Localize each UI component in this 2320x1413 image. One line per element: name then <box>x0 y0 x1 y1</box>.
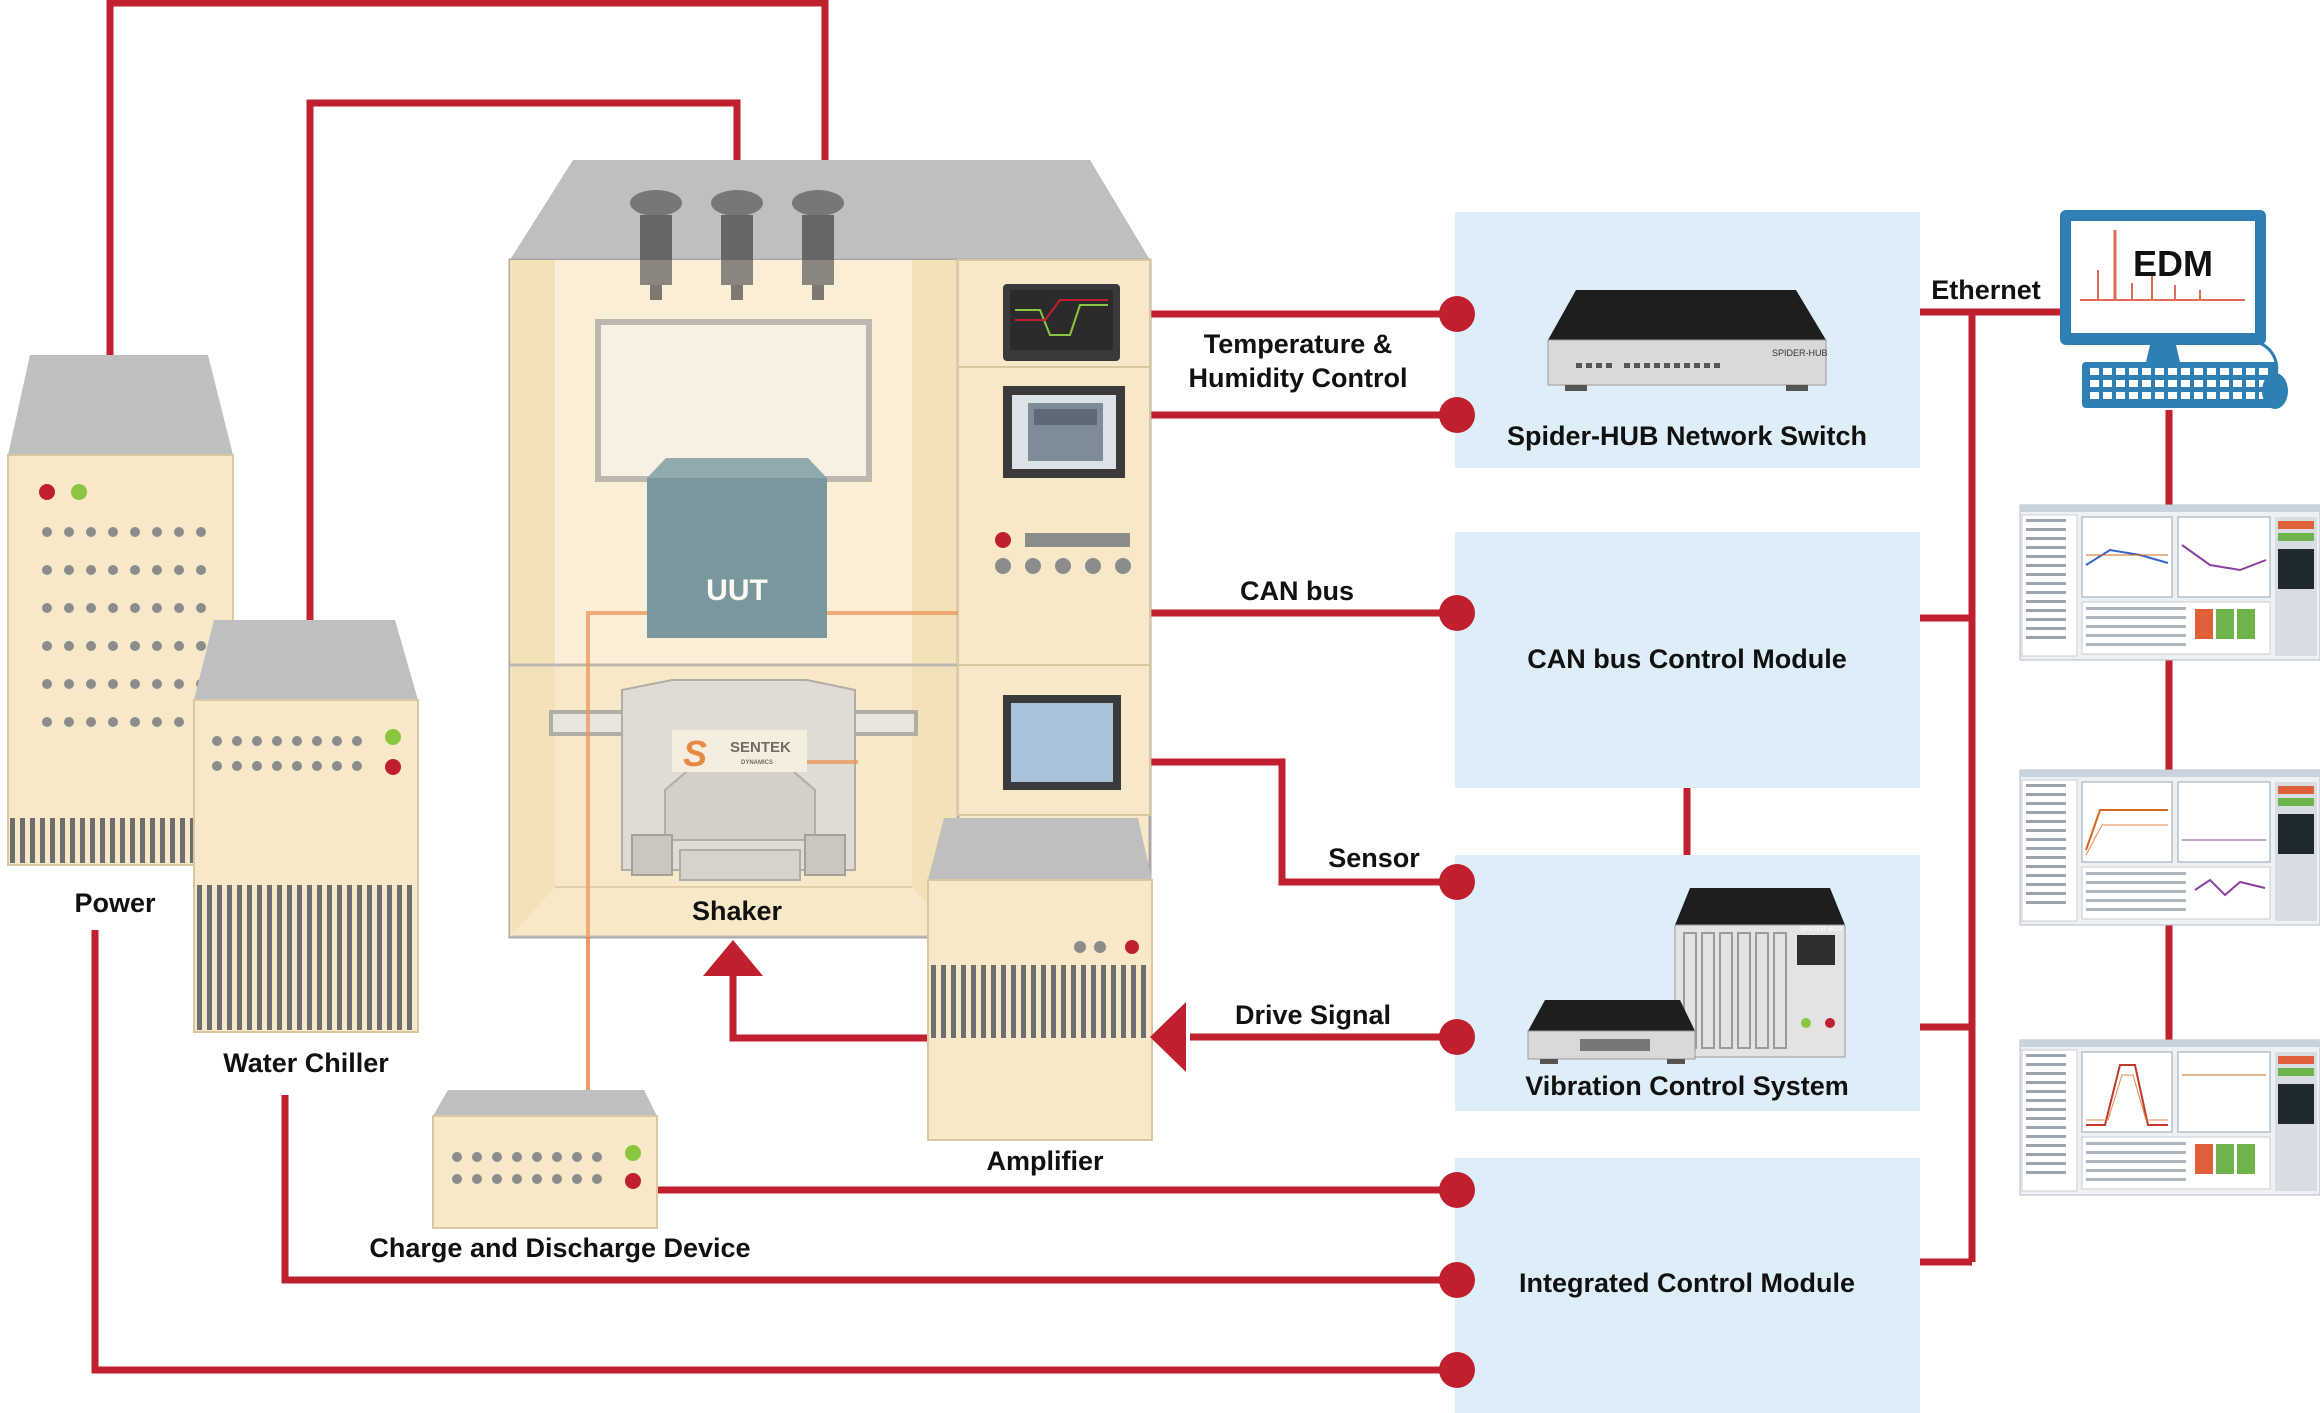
internal-cabling <box>586 611 958 1090</box>
shaker-input-arrow <box>703 940 763 976</box>
hub-ports <box>1576 363 1720 368</box>
sentek-logo-s: S <box>683 733 707 774</box>
label-shaker: Shaker <box>692 896 783 926</box>
terminal-charge <box>1439 1172 1475 1208</box>
box-slots <box>1683 932 1787 1049</box>
label-ethernet: Ethernet <box>1931 275 2041 305</box>
power-status-green <box>71 484 87 500</box>
charge-status-red <box>625 1173 641 1189</box>
label-temperature-line1: Temperature & <box>1204 329 1393 359</box>
label-water-chiller: Water Chiller <box>223 1048 389 1078</box>
shaker: S SENTEK DYNAMICS <box>549 679 918 881</box>
can-module-box <box>1455 532 1920 788</box>
power-status-red <box>39 484 55 500</box>
sentek-logo-text: SENTEK <box>730 739 791 756</box>
power-cabinet <box>7 355 234 866</box>
amp-to-shaker-wire <box>729 975 930 1042</box>
chamber-feedthroughs <box>630 190 844 300</box>
charge-discharge-device <box>432 1090 658 1229</box>
uut-label: UUT <box>706 574 768 607</box>
charge-device-dots <box>452 1152 602 1184</box>
chiller-grille <box>197 885 412 1030</box>
hub-brand-text: SPIDER-HUB <box>1772 348 1828 358</box>
label-power: Power <box>74 888 156 918</box>
power-bottom-wire <box>91 930 1455 1374</box>
software-screenshots <box>2019 504 2320 1196</box>
label-amplifier: Amplifier <box>986 1146 1104 1176</box>
chiller-top-wire <box>306 99 741 620</box>
panel-indicator-red <box>995 532 1011 548</box>
uut-block: UUT <box>647 458 827 638</box>
spider-box-device: SPIDER-BOX <box>1674 888 1846 1058</box>
chiller-status-red <box>385 759 401 775</box>
spider-hub-device: SPIDER-HUB <box>1547 290 1828 391</box>
edm-computer: EDM <box>2060 210 2288 409</box>
label-can-module: CAN bus Control Module <box>1527 644 1846 674</box>
edm-label: EDM <box>2133 243 2213 284</box>
box-brand-text: SPIDER-BOX <box>1800 926 1844 933</box>
terminal-plc <box>1439 397 1475 433</box>
integrated-module-box <box>1455 1158 1920 1413</box>
dynamics-logo-text: DYNAMICS <box>741 760 773 766</box>
label-integrated-module: Integrated Control Module <box>1519 1268 1855 1298</box>
chiller-bottom-wire <box>281 1095 1455 1284</box>
temperature-controller-screen <box>1003 284 1120 361</box>
wires <box>91 0 2173 1374</box>
sentek-logo-plate <box>672 730 807 772</box>
label-spider-hub: Spider-HUB Network Switch <box>1507 421 1867 451</box>
drive-signal-arrow <box>1150 1002 1186 1072</box>
edm-mouse-icon <box>2262 373 2288 409</box>
amplifier-grille <box>931 965 1146 1038</box>
terminal-sensor <box>1439 864 1475 900</box>
spider-80-device <box>1527 1000 1696 1064</box>
label-can-bus: CAN bus <box>1240 576 1354 606</box>
label-charge-device: Charge and Discharge Device <box>369 1233 750 1263</box>
label-sensor: Sensor <box>1328 843 1420 873</box>
amplifier <box>927 818 1153 1141</box>
terminal-drive <box>1439 1019 1475 1055</box>
charge-status-green <box>625 1145 641 1161</box>
terminal-can <box>1439 595 1475 631</box>
plc-display <box>1003 386 1125 478</box>
panel-buttons <box>995 558 1131 574</box>
terminal-temp <box>1439 296 1475 332</box>
power-top-wire <box>106 0 829 355</box>
terminal-dots <box>1439 296 1475 1388</box>
panel-display-slot <box>1025 533 1130 547</box>
software-screenshot-2 <box>2019 769 2320 926</box>
chiller-status-green <box>385 729 401 745</box>
terminal-power <box>1439 1352 1475 1388</box>
software-screenshot-3 <box>2019 1039 2320 1196</box>
label-temperature-line2: Humidity Control <box>1189 363 1408 393</box>
label-drive-signal: Drive Signal <box>1235 1000 1391 1030</box>
amplifier-status-red <box>1125 940 1139 954</box>
terminal-chiller <box>1439 1262 1475 1298</box>
label-vibration-system: Vibration Control System <box>1525 1071 1849 1101</box>
chiller-vent-dots <box>212 736 362 771</box>
software-screenshot-1 <box>2019 504 2320 661</box>
water-chiller <box>193 620 419 1033</box>
keyboard-keys <box>2090 368 2268 399</box>
